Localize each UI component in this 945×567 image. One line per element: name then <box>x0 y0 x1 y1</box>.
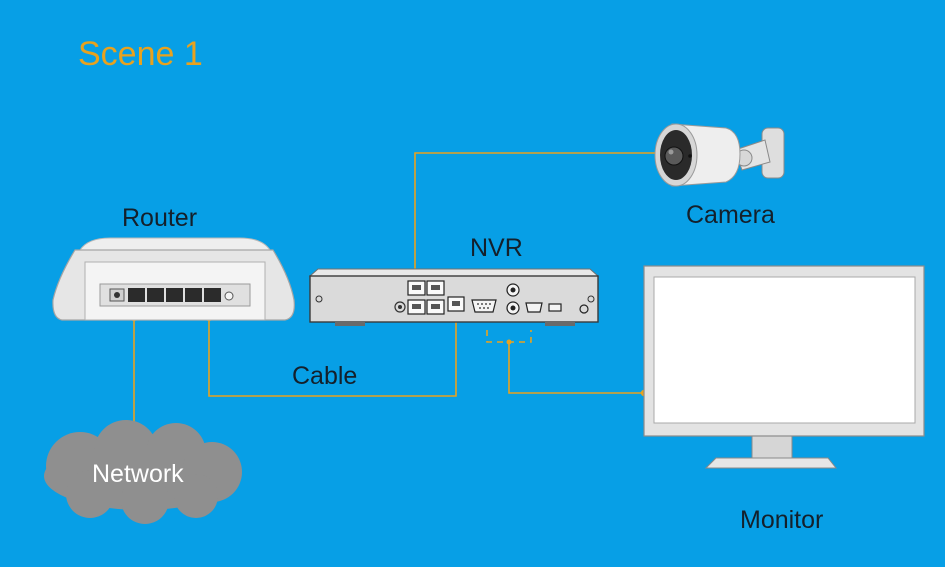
monitor-icon <box>643 265 925 469</box>
network-cloud-icon <box>44 420 242 524</box>
network-label: Network <box>92 460 184 488</box>
nvr-icon <box>308 268 600 326</box>
monitor-label: Monitor <box>740 506 824 534</box>
camera-label: Camera <box>686 201 775 229</box>
cable-label: Cable <box>292 362 358 390</box>
camera-icon <box>654 123 785 187</box>
scene-title: Scene 1 <box>78 35 203 73</box>
nvr-label: NVR <box>470 234 523 262</box>
wire-nvr-to-monitor <box>508 342 644 394</box>
router-icon <box>52 237 295 321</box>
wire-camera-to-nvr <box>414 152 655 272</box>
wire-router-to-nvr <box>208 310 457 397</box>
router-label: Router <box>122 204 198 232</box>
